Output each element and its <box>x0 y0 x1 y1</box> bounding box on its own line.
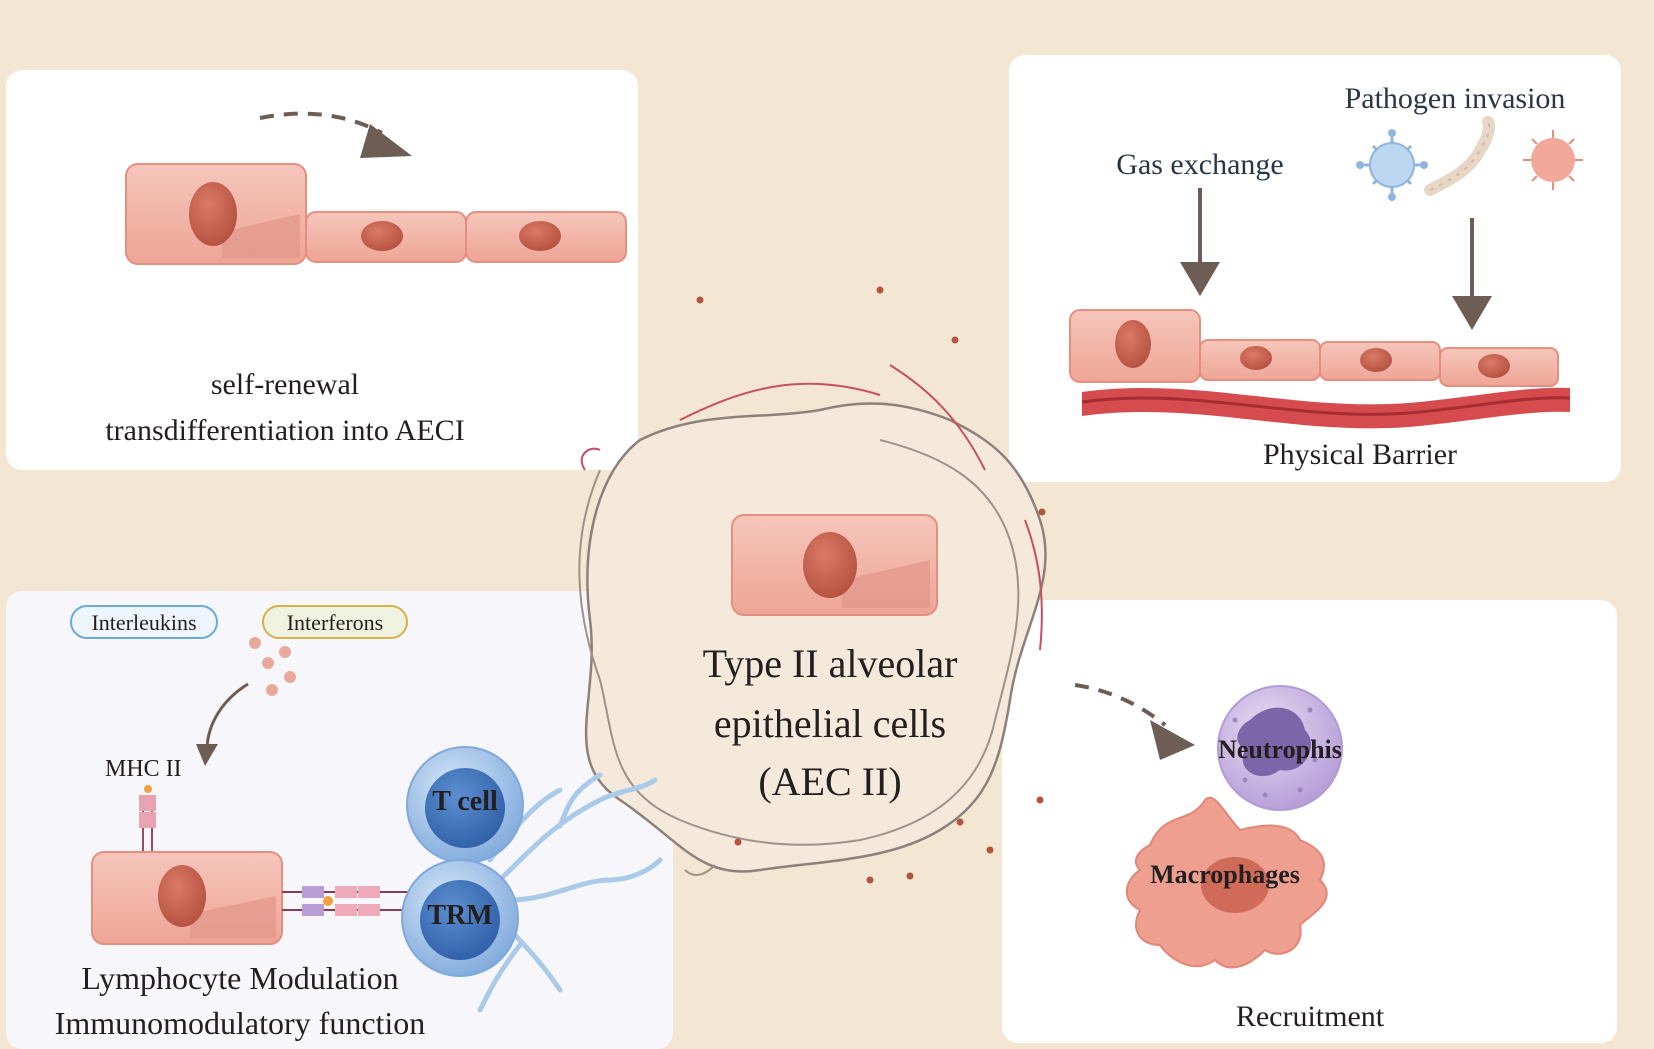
gas-exchange-arrow <box>1180 188 1220 296</box>
pathogen-invasion-label: Pathogen invasion <box>1344 82 1566 115</box>
macrophages-label: Macrophages <box>1150 860 1300 889</box>
blood-vessel <box>1081 387 1571 429</box>
interferons-pill: Interferons <box>262 605 408 639</box>
recruitment-dashed-arrow <box>1074 683 1195 760</box>
cytokine-particles <box>249 637 296 696</box>
physical-barrier-label: Physical Barrier <box>1262 438 1458 471</box>
t-cell-label: T cell <box>432 786 498 817</box>
aec2-to-aec1-cells <box>125 163 627 265</box>
trm-cell <box>401 859 519 977</box>
center-title-line3: (AEC II) <box>758 759 902 804</box>
fungus-icon <box>1523 130 1583 190</box>
panel-self-renewal <box>6 70 638 470</box>
center-title-line1: Type II alveolar <box>702 641 958 686</box>
central-particles <box>696 286 1046 884</box>
antigen-presenting-cell <box>91 851 283 945</box>
central-aec2-cell <box>731 514 938 616</box>
transdifferentiation-label: transdifferentiation into AECI <box>105 414 465 447</box>
self-renewal-label: self-renewal <box>210 368 360 401</box>
trm-label: TRM <box>427 900 493 931</box>
gas-exchange-label: Gas exchange <box>1116 148 1284 181</box>
center-title-line2: epithelial cells <box>713 701 947 746</box>
t-cell <box>406 746 524 864</box>
lymphocyte-modulation-label: Lymphocyte Modulation <box>81 960 399 996</box>
immunomodulatory-label: Immunomodulatory function <box>54 1005 426 1041</box>
tcr-complex <box>282 886 410 916</box>
barrier-cells <box>1069 309 1559 387</box>
cytokine-arrow <box>196 682 249 766</box>
mhc-receptor <box>139 785 156 856</box>
pathogen-arrow <box>1452 218 1492 330</box>
neutrophil <box>1217 685 1343 811</box>
neutrophils-label: Neutrophis <box>1218 735 1342 764</box>
virus-icon <box>1356 129 1428 201</box>
mhc-label: MHC II <box>105 756 182 782</box>
self-renewal-dashed-arrow <box>259 111 412 158</box>
panel-recruitment <box>1002 600 1617 1043</box>
bacteria-icon <box>1424 116 1495 196</box>
recruitment-label: Recruitment <box>1235 1000 1385 1033</box>
macrophage <box>1125 796 1328 969</box>
trm-dendrites <box>477 772 663 1013</box>
interleukins-pill: Interleukins <box>70 605 218 639</box>
